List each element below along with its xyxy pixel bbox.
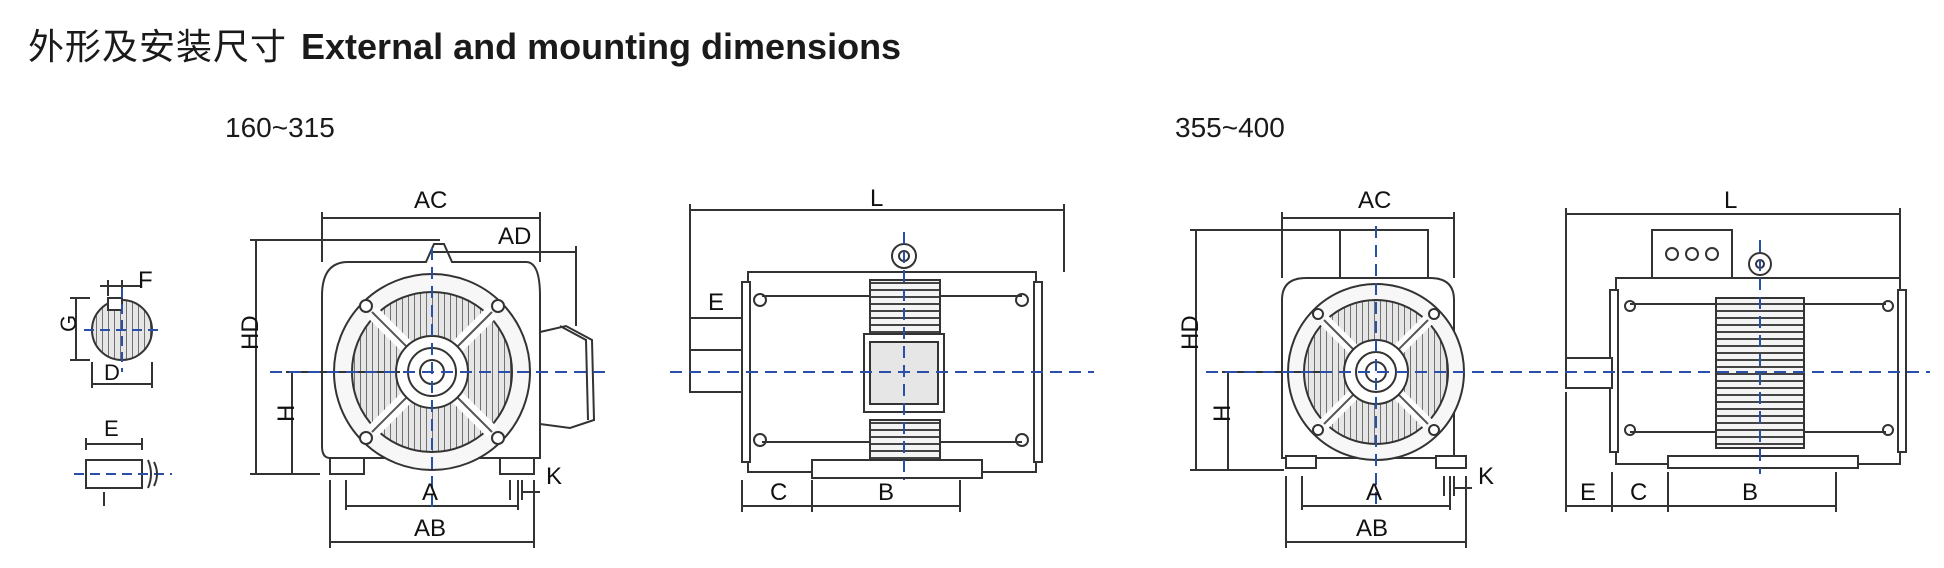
dim-label-b-small: B: [878, 479, 894, 506]
dim-label-e-large: E: [1580, 479, 1596, 506]
side-view-small: [670, 204, 1094, 512]
dim-label-d: D: [104, 360, 120, 385]
dim-label-ab-small: AB: [414, 515, 446, 542]
shaft-section-detail: [70, 280, 162, 388]
dim-label-hd-small: HD: [237, 315, 264, 350]
front-view-small: [250, 212, 610, 548]
dim-label-a-large: A: [1366, 479, 1382, 506]
dim-label-c-small: C: [770, 479, 787, 506]
dim-label-h-small: H: [273, 405, 300, 422]
dim-label-f: F: [138, 267, 153, 294]
dim-label-k-large: K: [1478, 463, 1494, 490]
dim-label-b-large: B: [1742, 479, 1758, 506]
shaft-key-detail: [74, 438, 172, 506]
side-view-large: [1546, 208, 1930, 512]
dim-label-c-large: C: [1630, 479, 1647, 506]
page-title: 外形及安装尺寸 External and mounting dimensions: [28, 18, 901, 70]
dim-label-e-small: E: [708, 289, 724, 316]
dim-label-ad-small: AD: [498, 223, 531, 250]
dim-label-ab-large: AB: [1356, 515, 1388, 542]
front-view-large: [1190, 212, 1556, 548]
range-label-right: 355~400: [1175, 112, 1285, 143]
dim-label-e-detail: E: [104, 416, 119, 441]
dim-label-g: G: [56, 315, 81, 332]
dim-label-l-small: L: [870, 185, 883, 212]
dim-label-a-small: A: [422, 479, 438, 506]
dim-label-k-small: K: [546, 463, 562, 490]
dim-label-h-large: H: [1209, 405, 1236, 422]
dim-label-l-large: L: [1724, 187, 1737, 214]
title-chinese: 外形及安装尺寸: [28, 27, 288, 68]
title-english: External and mounting dimensions: [301, 26, 902, 67]
dim-label-ac-small: AC: [414, 187, 447, 214]
dim-label-hd-large: HD: [1177, 315, 1204, 350]
dim-label-ac-large: AC: [1358, 187, 1391, 214]
range-label-left: 160~315: [225, 112, 335, 143]
